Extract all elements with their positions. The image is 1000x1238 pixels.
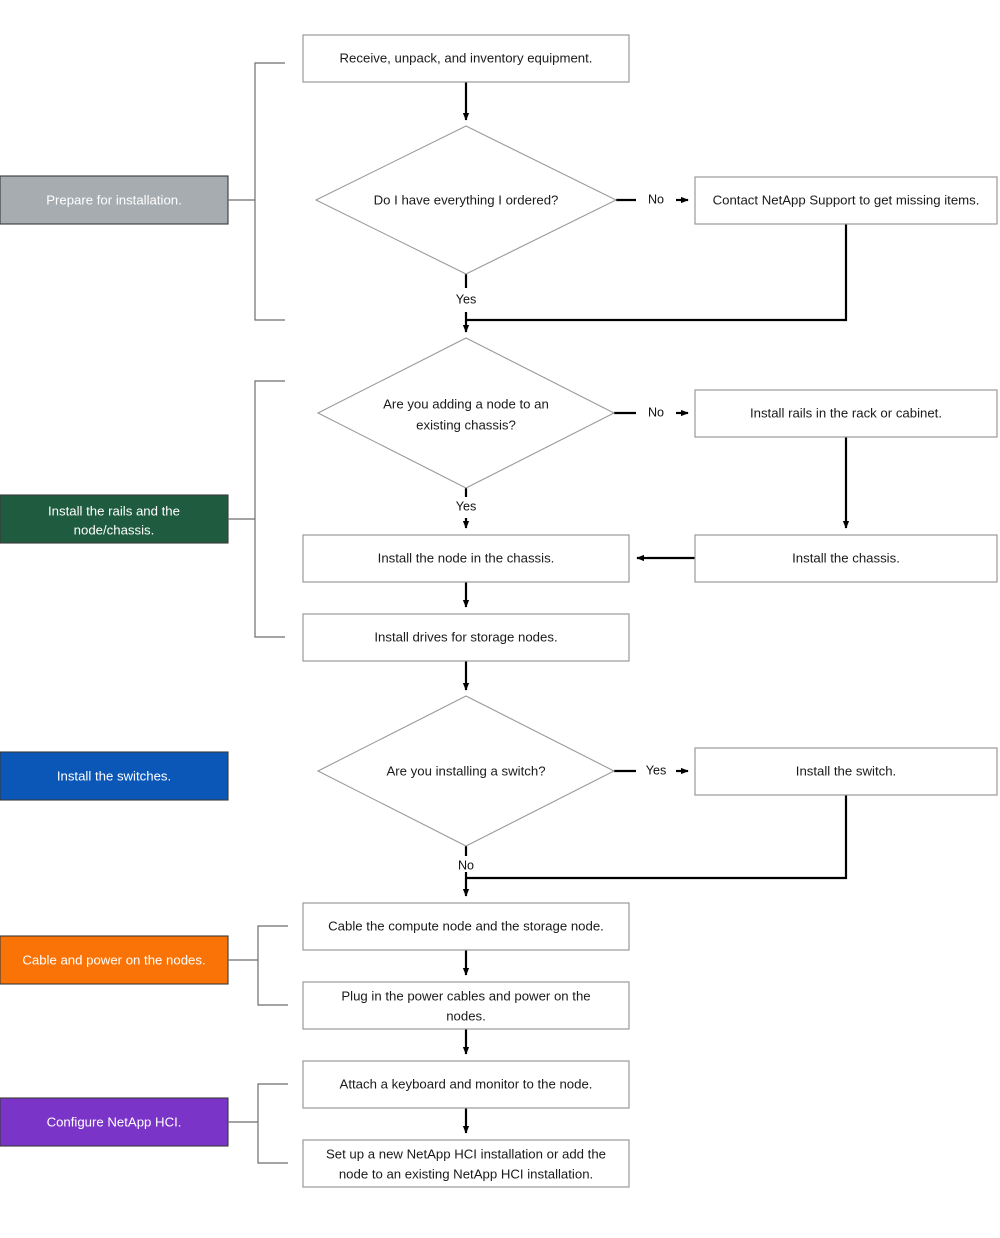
node-have-everything-diamond xyxy=(314,125,618,275)
stage-label-switches[interactable]: Install the switches. xyxy=(0,751,229,801)
node-have-everything-label: Do I have everything I ordered? xyxy=(374,192,559,207)
bracket-cable xyxy=(228,925,288,1006)
node-contact-support[interactable]: Contact NetApp Support to get missing it… xyxy=(694,176,998,225)
stage-rails-label-line2: node/chassis. xyxy=(74,522,155,537)
edge-label-no-everything: No xyxy=(648,192,664,206)
edge-label-yes-switch: Yes xyxy=(646,763,667,777)
node-plug-power-cables[interactable]: Plug in the power cables and power on th… xyxy=(302,981,630,1030)
node-install-rails-label: Install rails in the rack or cabinet. xyxy=(750,405,942,420)
node-install-chassis[interactable]: Install the chassis. xyxy=(694,534,998,583)
node-install-node-rect xyxy=(302,534,630,583)
edge-label-yes-everything: Yes xyxy=(456,292,477,306)
node-install-rails[interactable]: Install rails in the rack or cabinet. xyxy=(694,389,998,438)
stage-rails-rect xyxy=(0,494,229,544)
node-adding-node-label-line2: existing chassis? xyxy=(416,417,516,432)
node-install-drives-rect xyxy=(302,613,630,662)
node-install-node-in-chassis[interactable]: Install the node in the chassis. xyxy=(302,534,630,583)
node-installing-switch-label: Are you installing a switch? xyxy=(386,763,545,778)
node-power-cables-label-line2: nodes. xyxy=(446,1008,486,1023)
node-attach-keyboard-label: Attach a keyboard and monitor to the nod… xyxy=(340,1076,593,1091)
node-cable-nodes[interactable]: Cable the compute node and the storage n… xyxy=(302,902,630,951)
stage-switches-rect xyxy=(0,751,229,801)
stage-prepare-rect xyxy=(0,175,229,225)
node-attach-keyboard-monitor[interactable]: Attach a keyboard and monitor to the nod… xyxy=(302,1060,630,1109)
node-decision-adding-node[interactable]: Are you adding a node to an existing cha… xyxy=(316,337,616,489)
stage-switches-label: Install the switches. xyxy=(57,768,171,783)
stage-prepare-label: Prepare for installation. xyxy=(46,192,182,207)
node-install-switch-rect xyxy=(694,747,998,796)
node-receive-label: Receive, unpack, and inventory equipment… xyxy=(340,50,593,65)
node-install-chassis-label: Install the chassis. xyxy=(792,550,900,565)
node-install-node-label: Install the node in the chassis. xyxy=(378,550,555,565)
bracket-configure xyxy=(228,1083,288,1164)
node-adding-node-label-line1: Are you adding a node to an xyxy=(383,396,549,411)
node-setup-installation-rect xyxy=(302,1139,630,1188)
stage-configure-label: Configure NetApp HCI. xyxy=(47,1114,182,1129)
node-cable-nodes-label: Cable the compute node and the storage n… xyxy=(328,918,604,933)
node-decision-installing-switch[interactable]: Are you installing a switch? xyxy=(316,695,616,847)
node-install-switch-label: Install the switch. xyxy=(796,763,896,778)
edge-label-no-adding: No xyxy=(648,405,664,419)
edge-label-yes-adding: Yes xyxy=(456,499,477,513)
node-cable-nodes-rect xyxy=(302,902,630,951)
stage-cable-label: Cable and power on the nodes. xyxy=(22,952,205,967)
node-receive-equipment[interactable]: Receive, unpack, and inventory equipment… xyxy=(302,34,630,83)
node-power-cables-label-line1: Plug in the power cables and power on th… xyxy=(341,988,590,1003)
node-setup-installation-label-line2: node to an existing NetApp HCI installat… xyxy=(339,1166,593,1181)
node-attach-keyboard-rect xyxy=(302,1060,630,1109)
node-contact-support-rect xyxy=(694,176,998,225)
stage-configure-rect xyxy=(0,1097,229,1147)
bracket-prepare xyxy=(228,62,285,321)
edge-label-no-switch: No xyxy=(458,858,474,872)
bracket-rails xyxy=(228,380,285,638)
node-setup-netapp-hci[interactable]: Set up a new NetApp HCI installation or … xyxy=(302,1139,630,1188)
stage-label-configure[interactable]: Configure NetApp HCI. xyxy=(0,1097,229,1147)
stage-label-cable[interactable]: Cable and power on the nodes. xyxy=(0,935,229,985)
node-install-chassis-rect xyxy=(694,534,998,583)
node-install-drives-label: Install drives for storage nodes. xyxy=(374,629,557,644)
stage-cable-rect xyxy=(0,935,229,985)
node-setup-installation-label-line1: Set up a new NetApp HCI installation or … xyxy=(326,1146,606,1161)
edge-support-return xyxy=(466,224,848,322)
node-adding-node-diamond xyxy=(316,337,616,489)
node-contact-support-label: Contact NetApp Support to get missing it… xyxy=(713,192,980,207)
node-power-cables-rect xyxy=(302,981,630,1030)
node-install-rails-rect xyxy=(694,389,998,438)
stage-rails-label-line1: Install the rails and the xyxy=(48,503,180,518)
edge-switch-return xyxy=(466,795,848,880)
node-install-switch[interactable]: Install the switch. xyxy=(694,747,998,796)
node-install-drives[interactable]: Install drives for storage nodes. xyxy=(302,613,630,662)
node-decision-have-everything[interactable]: Do I have everything I ordered? xyxy=(314,125,618,275)
node-receive-rect xyxy=(302,34,630,83)
stage-label-prepare[interactable]: Prepare for installation. xyxy=(0,175,229,225)
stage-label-rails[interactable]: Install the rails and the node/chassis. xyxy=(0,494,229,544)
node-installing-switch-diamond xyxy=(316,695,616,847)
